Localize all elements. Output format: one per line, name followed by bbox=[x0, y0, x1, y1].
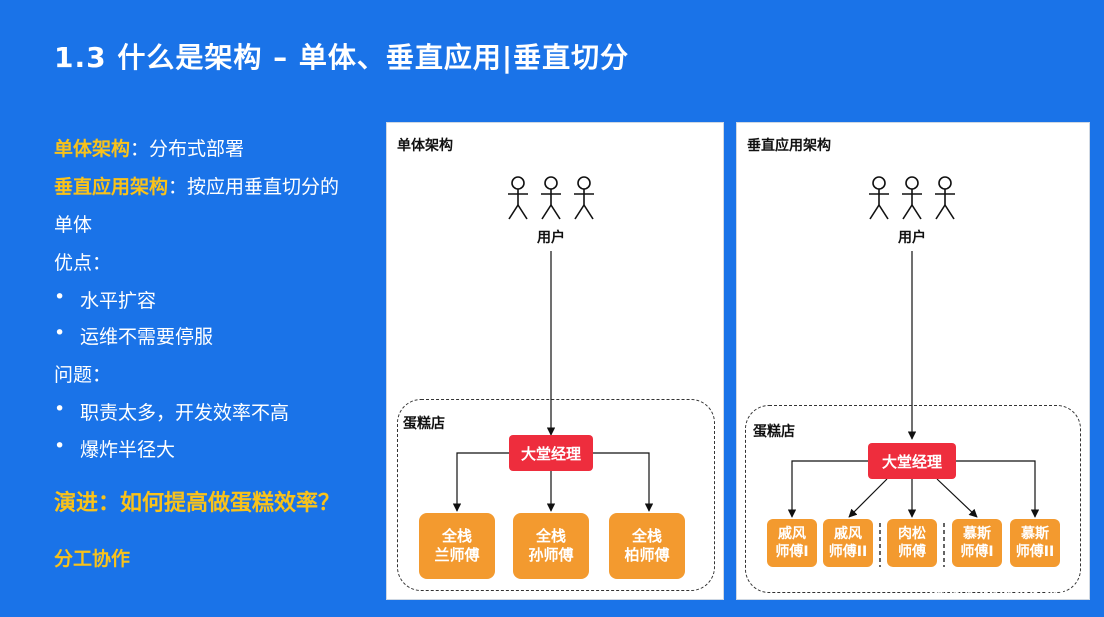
user-icon bbox=[541, 176, 561, 220]
chef-box: 全栈柏师傅 bbox=[609, 513, 685, 579]
cake-shop-boundary bbox=[745, 405, 1081, 593]
bullet-icon: • bbox=[54, 286, 66, 308]
chef-box: 肉松师傅 bbox=[887, 519, 937, 567]
vertical-diagram-panel: 垂直应用架构 用户 蛋糕店 大堂经理 戚风师傅I 戚风师傅II 肉松 bbox=[736, 122, 1090, 600]
cake-shop-label: 蛋糕店 bbox=[753, 424, 795, 440]
chef-box: 慕斯师傅I bbox=[952, 519, 1002, 567]
dispatch-arrow bbox=[956, 460, 1040, 518]
manager-box: 大堂经理 bbox=[509, 435, 593, 471]
chef-box: 戚风师傅II bbox=[823, 519, 873, 567]
vertical-definition: 垂直应用架构：按应用垂直切分的 bbox=[54, 172, 339, 199]
monolith-diagram-graphics bbox=[452, 176, 654, 512]
bullet-icon: • bbox=[54, 398, 66, 420]
monolith-desc: ：分布式部署 bbox=[130, 138, 245, 160]
vertical-desc-cont: 单体 bbox=[54, 214, 93, 236]
dispatch-arrow bbox=[787, 460, 868, 518]
division-of-labor: 分工协作 bbox=[54, 548, 131, 570]
user-label: 用户 bbox=[898, 230, 926, 246]
dispatch-arrow bbox=[593, 452, 654, 512]
cake-shop-boundary bbox=[397, 399, 715, 591]
chef-box: 慕斯师傅II bbox=[1010, 519, 1060, 567]
user-icon bbox=[902, 176, 922, 220]
user-icon bbox=[574, 176, 594, 220]
chef-box: 全栈孙师傅 bbox=[513, 513, 589, 579]
cake-shop-label: 蛋糕店 bbox=[403, 416, 445, 432]
cons-heading: 问题： bbox=[54, 364, 112, 386]
user-icon bbox=[935, 176, 955, 220]
monolith-definition: 单体架构：分布式部署 bbox=[54, 134, 244, 161]
vertical-label: 垂直应用架构 bbox=[54, 176, 169, 198]
monolith-label: 单体架构 bbox=[54, 138, 131, 160]
monolith-diagram-panel: 单体架构 用户 蛋糕店 大堂经理 全栈兰师傅 全栈孙师傅 全栈柏师傅 bbox=[386, 122, 724, 600]
chef-box: 全栈兰师傅 bbox=[419, 513, 495, 579]
watermark: @稀土掘金技术社区 bbox=[924, 579, 1086, 600]
bullet-icon: • bbox=[54, 435, 66, 457]
manager-box: 大堂经理 bbox=[868, 443, 956, 479]
pros-heading: 优点： bbox=[54, 252, 112, 274]
dispatch-arrow bbox=[848, 478, 888, 518]
slide-title: 1.3 什么是架构 – 单体、垂直应用|垂直切分 bbox=[54, 41, 630, 74]
dispatch-arrow bbox=[936, 478, 978, 518]
evolution-question: 演进：如何提高做蛋糕效率？ bbox=[54, 491, 341, 516]
vertical-desc: ：按应用垂直切分的 bbox=[168, 176, 340, 198]
user-label: 用户 bbox=[537, 230, 565, 246]
bullet-icon: • bbox=[54, 322, 66, 344]
panel-title: 垂直应用架构 bbox=[747, 138, 831, 154]
panel-title: 单体架构 bbox=[397, 138, 453, 154]
chef-box: 戚风师傅I bbox=[767, 519, 817, 567]
dispatch-arrow bbox=[452, 452, 509, 512]
vertical-diagram-graphics bbox=[787, 176, 1040, 567]
user-icon bbox=[508, 176, 528, 220]
user-icon bbox=[869, 176, 889, 220]
